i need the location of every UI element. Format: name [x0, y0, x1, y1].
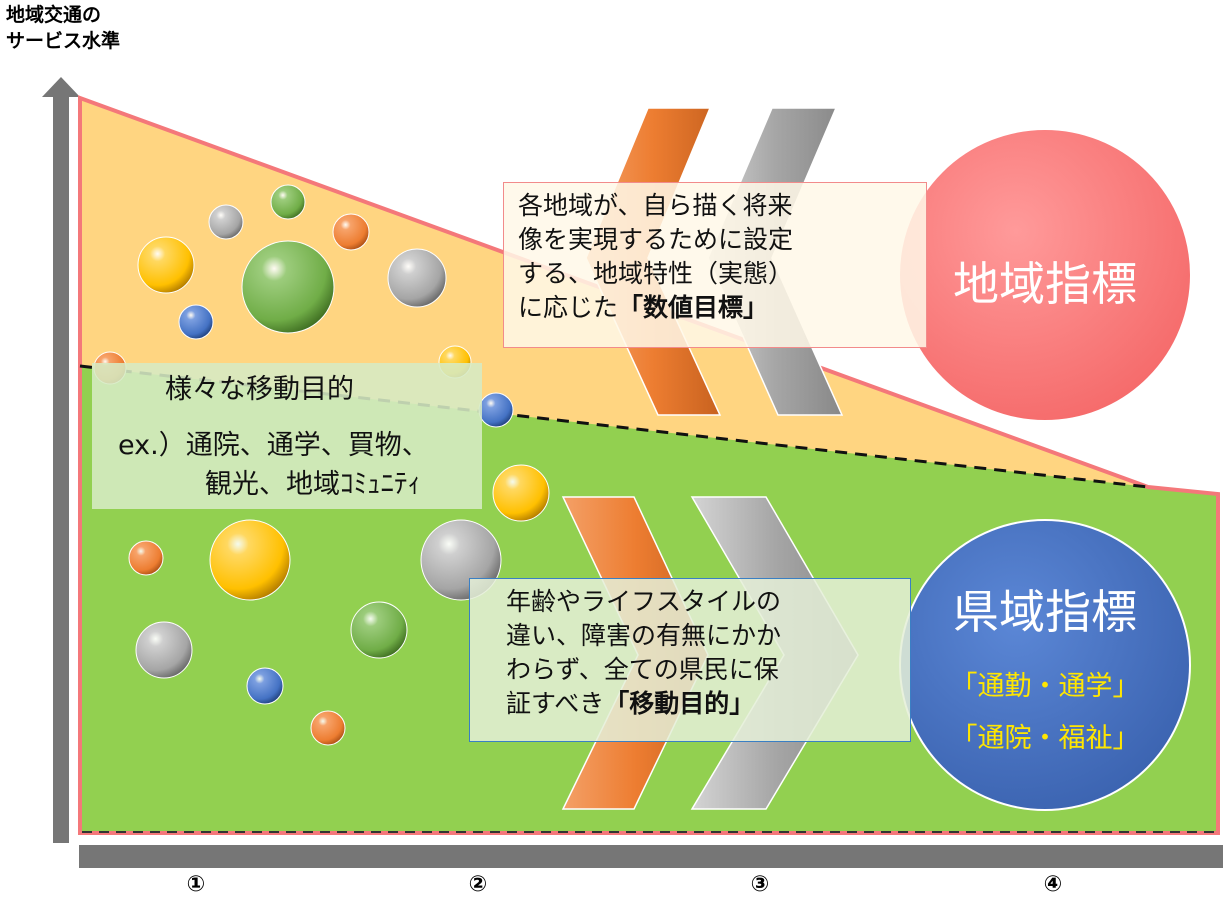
bubble-yellow	[137, 236, 195, 294]
bubble-gray	[387, 248, 447, 308]
x-axis-label-2: ②	[468, 872, 488, 897]
prefectural-description-box: 年齢やライフスタイルの 違い、障害の有無にかか わらず、全ての県民に保 証すべき…	[469, 578, 911, 742]
zone-boundary	[78, 95, 1220, 835]
bubble-yellow	[492, 464, 550, 522]
prefectural-indicator-item-1: 「通勤・通学」	[950, 671, 1140, 702]
prefectural-indicator-item-2: 「通院・福祉」	[950, 723, 1140, 754]
purposes-title: 様々な移動目的	[165, 374, 354, 405]
regional-description-box: 各地域が、自ら描く将来 像を実現するために設定 する、地域特性（実態） に応じた…	[503, 182, 927, 348]
bubbles	[93, 184, 550, 746]
prefectural-description-line1: 年齢やライフスタイルの	[506, 587, 782, 616]
bubble-green-large	[241, 240, 335, 334]
bubble-blue	[178, 304, 214, 340]
bubble-yellow-large	[209, 519, 291, 601]
bubble-orange	[332, 213, 370, 251]
bubble-green	[350, 601, 408, 659]
purposes-line2: 観光、地域ｺﾐｭﾆﾃｨ	[205, 469, 421, 500]
bubble-orange	[128, 540, 164, 576]
y-axis	[42, 77, 80, 843]
y-axis-title: 地域交通の サービス水準	[6, 2, 120, 54]
bubble-orange	[310, 710, 346, 746]
regional-description-line3: する、地域特性（実態）	[518, 259, 794, 288]
x-axis	[79, 845, 1223, 868]
prefectural-description-line2: 違い、障害の有無にかか	[506, 621, 782, 650]
purposes-line1: ex.）通院、通学、買物、	[118, 430, 429, 461]
bubble-gray	[135, 621, 193, 679]
regional-description-line2: 像を実現するために設定	[518, 225, 794, 254]
prefectural-description-prefix: 証すべき	[506, 689, 605, 718]
prefectural-description-emphasis: 「移動目的」	[604, 689, 755, 718]
x-axis-label-1: ①	[186, 872, 206, 897]
bubble-green	[270, 184, 306, 220]
prefectural-indicator-label: 県域指標	[953, 585, 1137, 639]
regional-description-line4: に応じた「数値目標」	[518, 291, 912, 325]
regional-description-emphasis: 「数値目標」	[618, 293, 769, 322]
bubble-blue	[478, 392, 514, 428]
x-axis-label-4: ④	[1043, 872, 1063, 897]
x-axis-label-3: ③	[750, 872, 770, 897]
regional-description-line1: 各地域が、自ら描く将来	[518, 191, 793, 220]
regional-indicator-label: 地域指標	[953, 257, 1137, 311]
prefectural-description-line4: 証すべき「移動目的」	[506, 687, 896, 721]
prefectural-description-line3: わらず、全ての県民に保	[506, 655, 779, 684]
purposes-box	[92, 363, 482, 509]
y-axis-title-line2: サービス水準	[6, 30, 121, 52]
regional-description-prefix: に応じた	[518, 293, 619, 322]
bubble-gray	[208, 204, 244, 240]
bubble-blue	[246, 667, 284, 705]
y-axis-title-line1: 地域交通の	[6, 4, 102, 26]
